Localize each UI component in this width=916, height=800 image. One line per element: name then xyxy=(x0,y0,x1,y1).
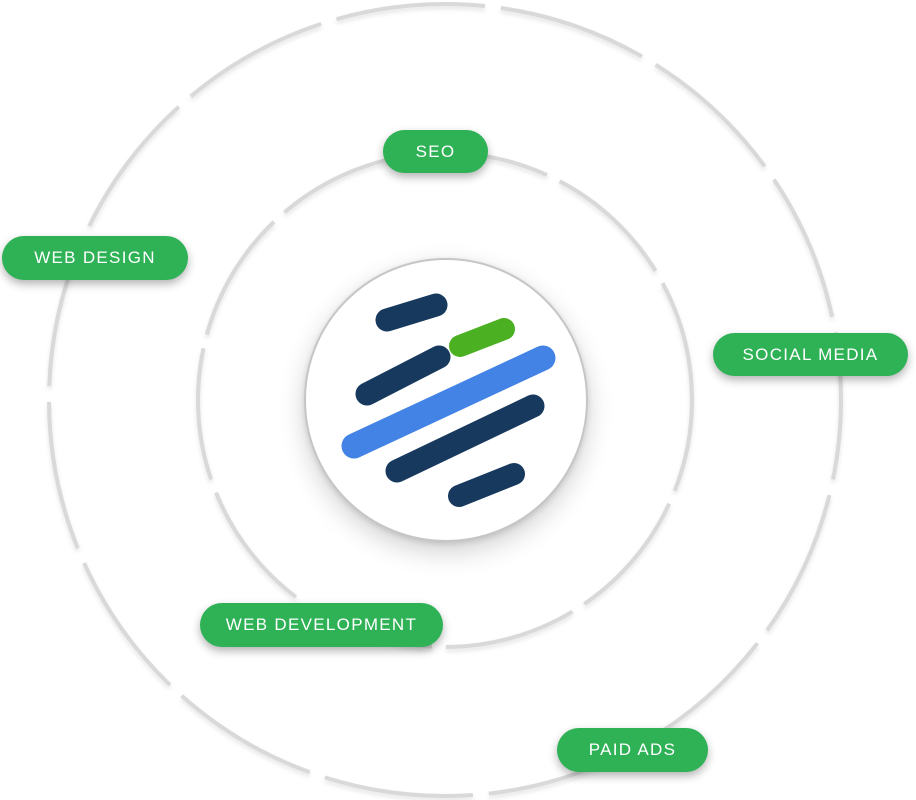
badge-seo[interactable]: SEO xyxy=(383,130,488,173)
brand-logo xyxy=(341,293,556,507)
badge-web-development[interactable]: WEB DEVELOPMENT xyxy=(200,603,443,647)
badge-social-media[interactable]: SOCIAL MEDIA xyxy=(713,333,908,376)
logo-stripe-blue-long xyxy=(341,345,556,459)
logo-stripe-navy-middle xyxy=(355,345,451,406)
badge-paid-ads[interactable]: PAID ADS xyxy=(557,728,708,772)
badge-label: WEB DEVELOPMENT xyxy=(225,615,418,634)
badge-label: WEB DESIGN xyxy=(34,248,156,267)
logo-stripe-navy-top xyxy=(375,293,448,332)
outer-orbit-ring xyxy=(47,2,843,798)
logo-stripe-navy-long xyxy=(385,394,545,483)
brand-logo-circle xyxy=(304,258,588,542)
logo-stripe-green xyxy=(449,318,515,357)
badge-label: SOCIAL MEDIA xyxy=(742,344,879,364)
logo-stripe-navy-bottom xyxy=(448,463,525,507)
badge-label: PAID ADS xyxy=(588,740,677,759)
badge-label: SEO xyxy=(415,141,456,161)
badge-web-design[interactable]: WEB DESIGN xyxy=(2,236,188,280)
